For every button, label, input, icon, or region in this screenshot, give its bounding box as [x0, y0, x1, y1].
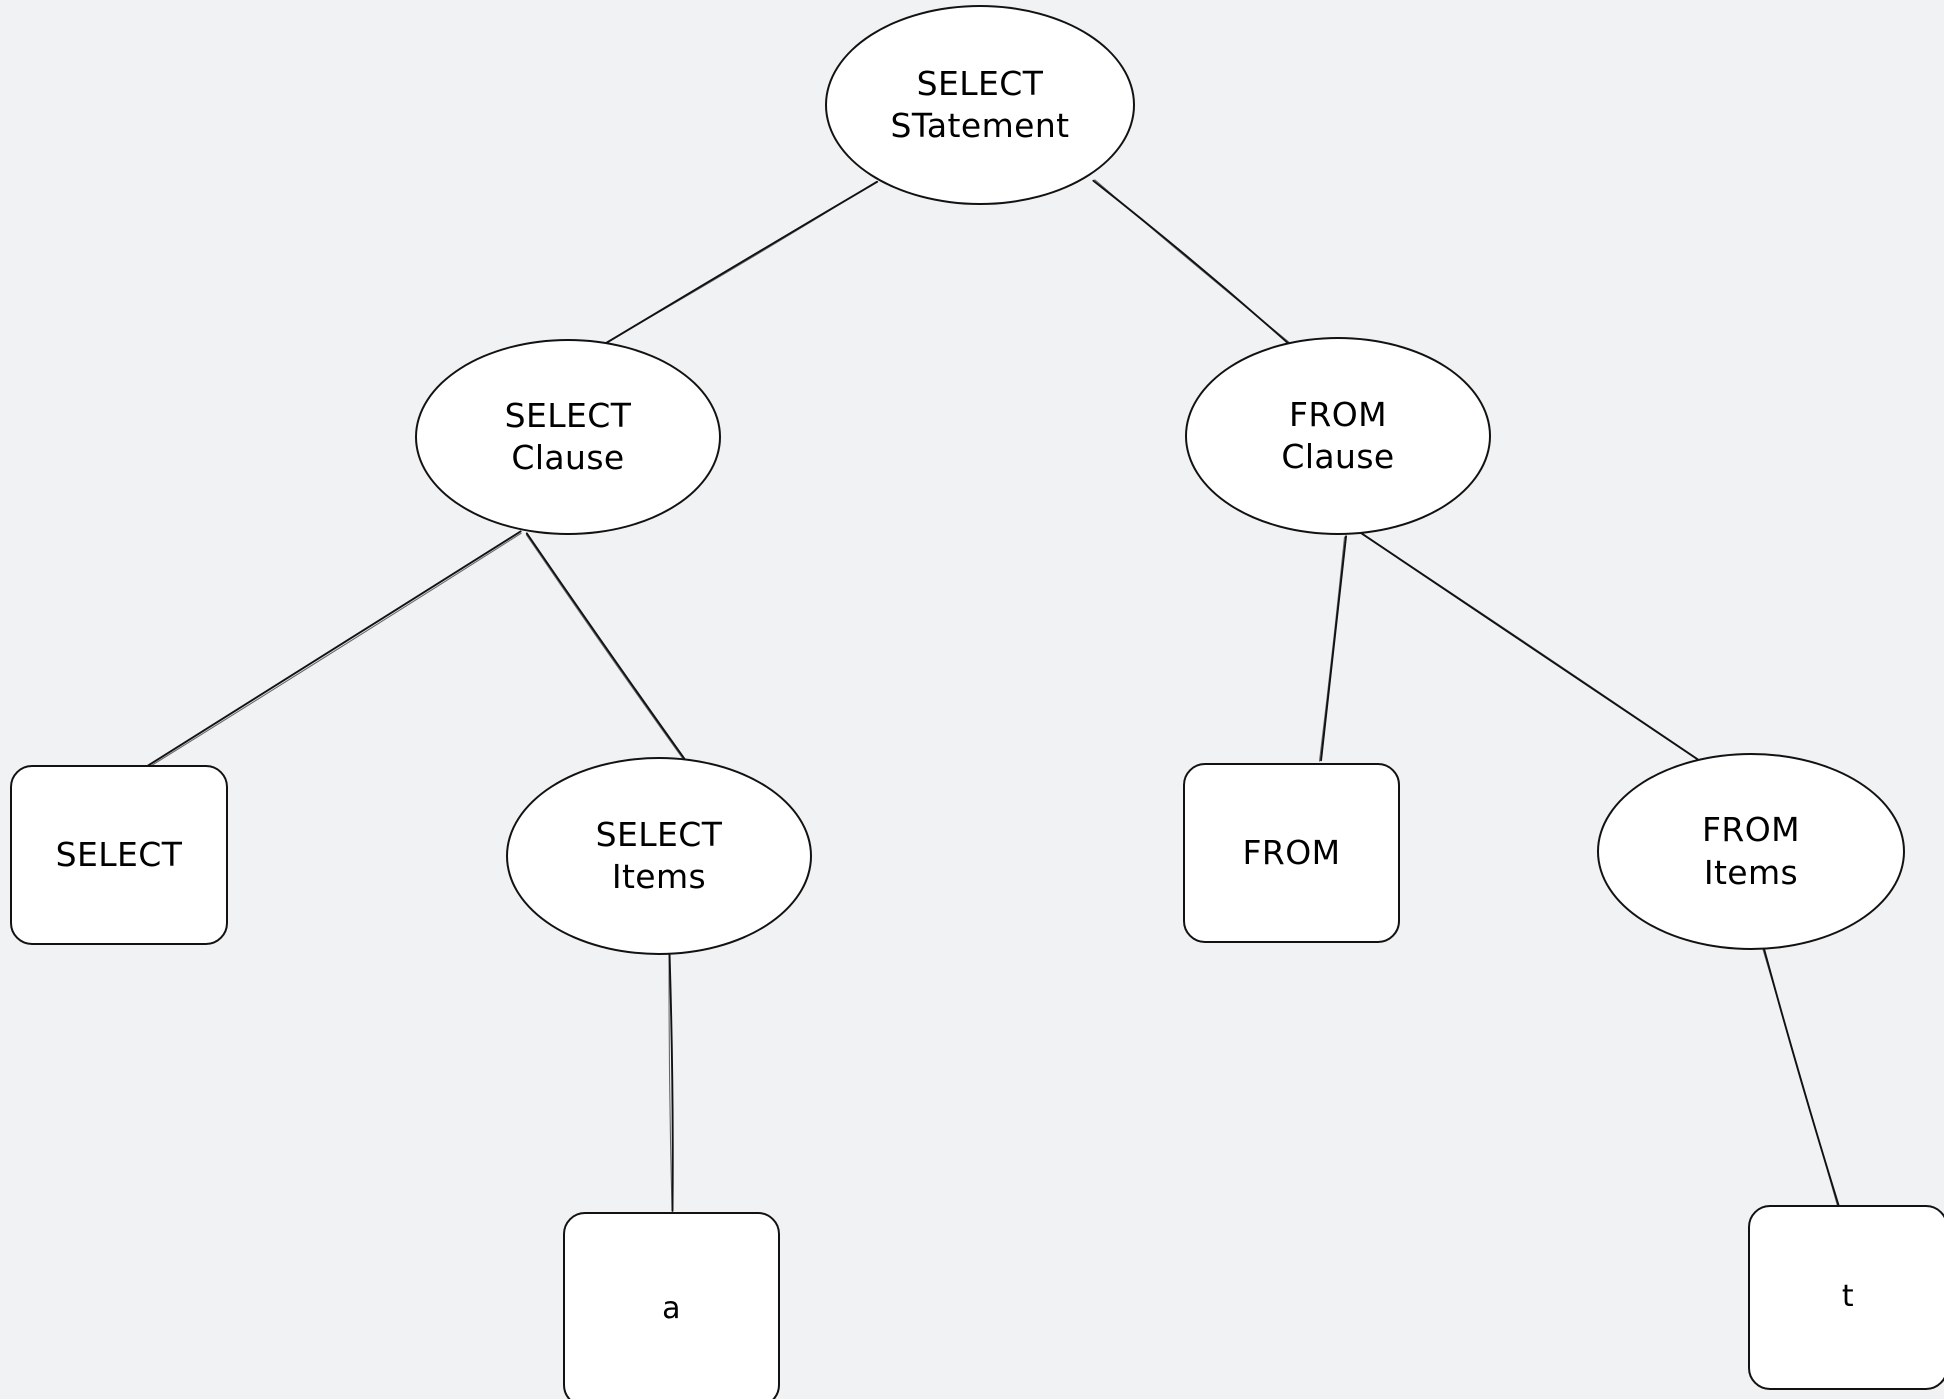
- node-select-item-a[interactable]: a: [563, 1212, 780, 1399]
- edge-statement-to-from-clause: [1094, 179, 1297, 349]
- edge-from-clause-to-from-items: [1357, 530, 1717, 773]
- edge-from-clause-to-from-items: [1358, 530, 1717, 773]
- edge-from-clause-to-from-keyword: [1320, 535, 1348, 762]
- node-from-item-t[interactable]: t: [1748, 1205, 1944, 1390]
- edge-select-clause-to-select-items: [525, 534, 690, 769]
- node-label-secondary: STatement: [890, 106, 1070, 145]
- node-label-primary: SELECT: [55, 834, 183, 874]
- node-label-primary: FROM: [1702, 810, 1800, 850]
- node-select-keyword[interactable]: SELECT: [10, 765, 228, 945]
- node-label-primary: SELECT: [504, 395, 632, 435]
- edge-select-items-to-a: [668, 951, 674, 1212]
- node-label-secondary: Clause: [1281, 437, 1395, 476]
- node-label-secondary: Items: [611, 857, 707, 896]
- node-label-secondary: Clause: [511, 438, 625, 477]
- node-label-primary: t: [1841, 1279, 1855, 1315]
- node-label-primary: SELECT: [595, 814, 723, 854]
- edge-from-clause-to-from-keyword: [1318, 536, 1346, 762]
- node-label-primary: FROM: [1289, 394, 1387, 434]
- edge-select-items-to-a: [668, 952, 673, 1212]
- edge-from-items-to-t: [1762, 946, 1840, 1207]
- edge-statement-to-select-clause: [602, 180, 879, 346]
- edge-select-clause-to-select-items: [525, 532, 691, 768]
- edge-select-clause-to-select-keyword: [145, 530, 522, 768]
- edge-statement-to-select-clause: [602, 180, 878, 346]
- edge-statement-to-from-clause: [1092, 179, 1296, 350]
- edge-from-items-to-t: [1761, 946, 1838, 1206]
- node-label-secondary: Items: [1703, 852, 1799, 892]
- node-label-primary: SELECT: [916, 63, 1044, 103]
- node-label-primary: a: [662, 1291, 681, 1327]
- edge-select-clause-to-select-keyword: [146, 532, 522, 769]
- node-from-keyword[interactable]: FROM: [1183, 763, 1400, 943]
- node-label-primary: FROM: [1242, 832, 1341, 872]
